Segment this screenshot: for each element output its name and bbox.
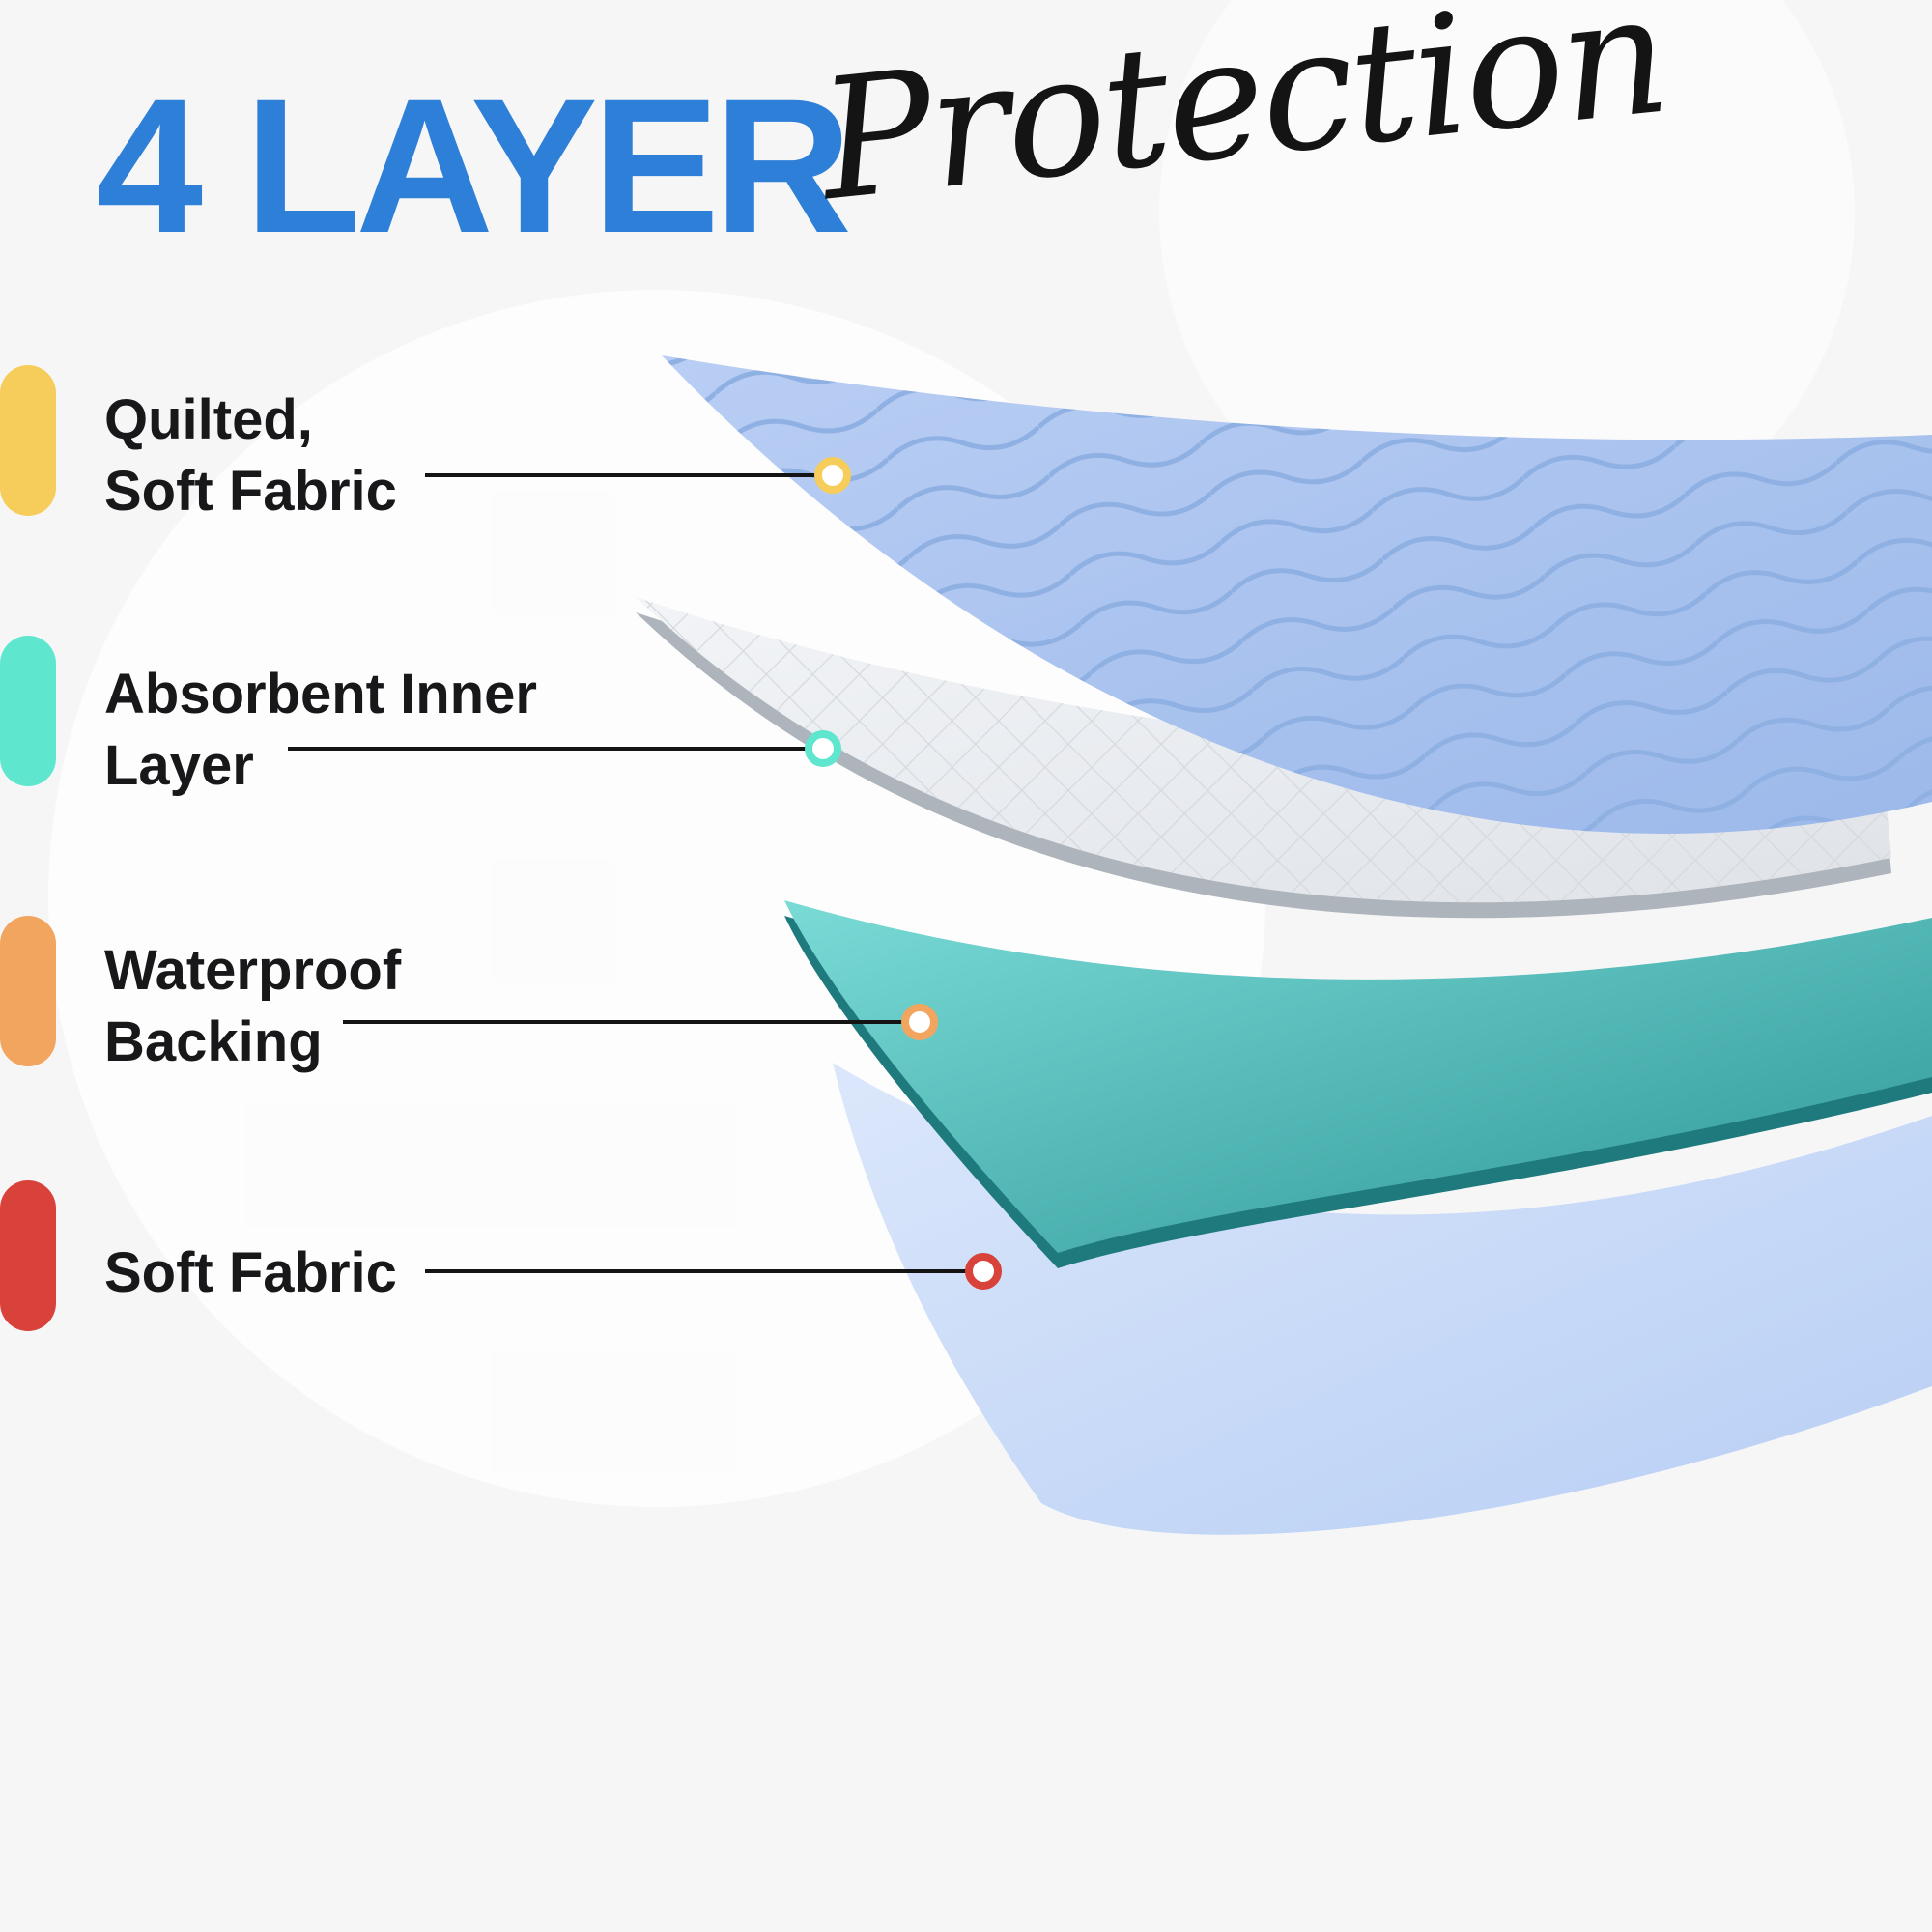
label-line-1: Absorbent Inner xyxy=(104,663,537,725)
label-absorbent-inner-layer: Absorbent Inner Layer xyxy=(104,659,537,802)
legend-pill-waterproof xyxy=(0,916,56,1066)
callout-dot-quilted xyxy=(814,457,851,494)
legend-pill-absorbent xyxy=(0,636,56,786)
label-line-2: Soft Fabric xyxy=(104,460,397,523)
legend-pill-quilted xyxy=(0,365,56,516)
label-line-1: Quilted, xyxy=(104,388,313,451)
label-line-2: Layer xyxy=(104,734,254,797)
label-waterproof-backing: Waterproof Backing xyxy=(104,935,401,1078)
callout-dot-waterproof xyxy=(901,1004,938,1040)
label-line-1: Soft Fabric xyxy=(104,1241,397,1304)
main-title: 4 LAYER xyxy=(97,59,852,272)
legend-pill-softfabric xyxy=(0,1180,56,1331)
label-line-1: Waterproof xyxy=(104,939,402,1002)
callout-dot-softfabric xyxy=(965,1253,1002,1290)
sheet-quilted-texture xyxy=(662,355,1932,834)
label-soft-fabric: Soft Fabric xyxy=(104,1237,397,1309)
callout-dot-absorbent xyxy=(805,730,841,767)
label-quilted-soft-fabric: Quilted, Soft Fabric xyxy=(104,384,397,527)
label-line-2: Backing xyxy=(104,1010,323,1073)
sheet-waterproof-backing xyxy=(784,900,1932,1253)
